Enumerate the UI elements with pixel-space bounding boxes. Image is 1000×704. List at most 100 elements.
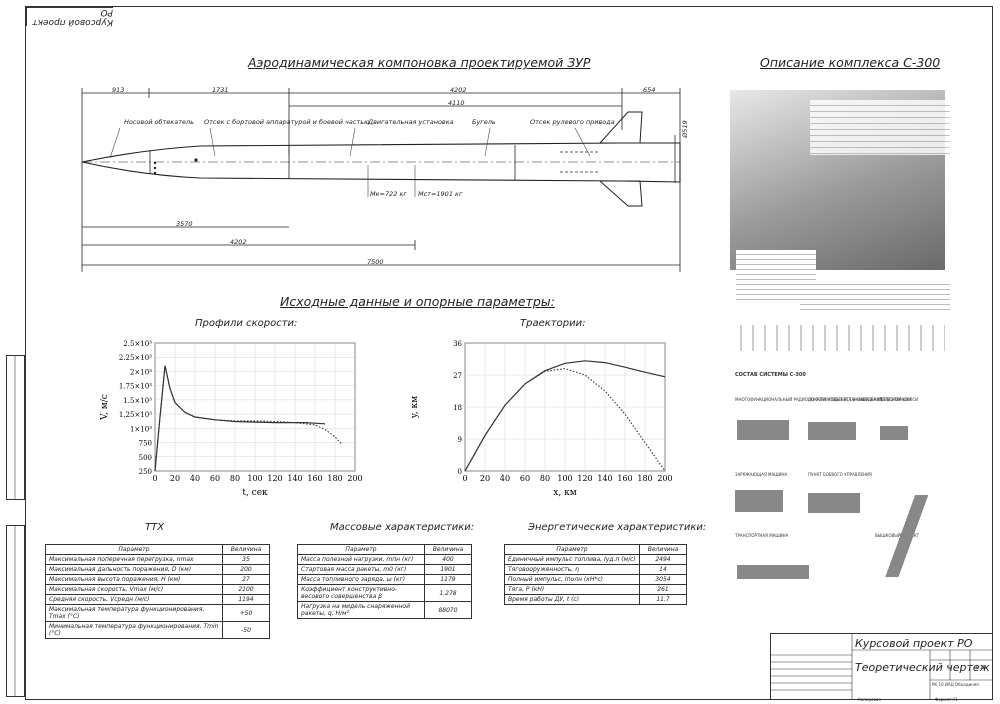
ttx-param: Максимальная температура функционировани… bbox=[45, 604, 223, 622]
label-engine: Двигательная установка bbox=[368, 118, 454, 126]
y-axis-label: y, км bbox=[410, 396, 420, 419]
energy-title: Энергетические характеристики: bbox=[528, 522, 707, 533]
table-row: Максимальная скорость, Vmax (м/с)2100 bbox=[45, 584, 270, 595]
x-tick-label: 200 bbox=[657, 474, 672, 483]
mass-st: Mст=1901 кг bbox=[418, 190, 463, 198]
x-tick-label: 140 bbox=[597, 474, 612, 483]
y-tick-label: 9 bbox=[458, 436, 462, 444]
mass-param: Масса полезной нагрузки, mпн (кг) bbox=[297, 554, 425, 565]
x-tick-label: 180 bbox=[327, 474, 342, 483]
x-tick-label: 60 bbox=[210, 474, 220, 483]
item-radar: МНОГОФУНКЦИОНАЛЬНЫЙ РАДИОЛОКАТОР ПОДСВЕТ… bbox=[735, 397, 883, 402]
table-row: Минимальная температура функционирования… bbox=[45, 621, 270, 639]
series-line-0 bbox=[464, 360, 666, 472]
complex-icons-row bbox=[730, 325, 945, 351]
tb-copied: Копировал bbox=[858, 697, 881, 702]
x-tick-label: 160 bbox=[617, 474, 632, 483]
y-tick-label: 18 bbox=[453, 404, 462, 412]
table-row: Полный импульс, Iполн (кН*с)3054 bbox=[504, 574, 687, 585]
mass-param: Нагрузка на мидель снаряженной ракеты, q… bbox=[297, 601, 425, 619]
sheet-frame bbox=[25, 6, 993, 700]
series-line-1 bbox=[154, 365, 343, 472]
item-loader: ЗАРЯЖАЮЩАЯ МАШИНА bbox=[735, 472, 788, 477]
x-tick-label: 160 bbox=[307, 474, 322, 483]
dim-inner: 4110 bbox=[448, 99, 465, 107]
tb-project: Курсовой проект РО bbox=[855, 637, 973, 650]
tb-name: Теоретический чертеж bbox=[855, 661, 990, 674]
item-command-post: ПУНКТ БОЕВОГО УПРАВЛЕНИЯ bbox=[808, 472, 872, 477]
y-tick-label: 36 bbox=[453, 340, 462, 348]
mass-param: Стартовая масса ракеты, m0 (кг) bbox=[297, 564, 425, 575]
ttx-param: Максимальная поперечная перегрузка, nmax bbox=[45, 554, 223, 565]
x-tick-label: 40 bbox=[500, 474, 510, 483]
y-tick-label: 750 bbox=[139, 440, 152, 448]
composition-title: СОСТАВ СИСТЕМЫ С-300 bbox=[735, 372, 806, 378]
mass-value: 1.278 bbox=[424, 584, 472, 602]
launcher-vehicle-image bbox=[808, 422, 856, 440]
tb-format: Формат А1 bbox=[935, 697, 958, 702]
table-row: Максимальная температура функционировани… bbox=[45, 604, 270, 622]
radar-vehicle-image bbox=[737, 420, 789, 440]
energy-value: 14 bbox=[639, 564, 687, 575]
table-row: Максимальная дальность поражения, D (км)… bbox=[45, 564, 270, 575]
table-row: Нагрузка на мидель снаряженной ракеты, q… bbox=[297, 601, 472, 619]
y-tick-label: 250 bbox=[139, 468, 152, 476]
side-strip-upper bbox=[6, 355, 25, 500]
y-tick-label: 2.5×10³ bbox=[123, 340, 152, 348]
ttx-param: Минимальная температура функционирования… bbox=[45, 621, 223, 639]
mass-param: Коэффициент конструктивно-весового совер… bbox=[297, 584, 425, 602]
tb-group: РК 10 ИАЦ Объединяя bbox=[932, 682, 979, 687]
x-tick-label: 60 bbox=[520, 474, 530, 483]
table-row: Время работы ДУ, t (с)11.7 bbox=[504, 594, 687, 605]
section2-title: Исходные данные и опорные параметры: bbox=[280, 294, 555, 309]
mass-value: 88070 bbox=[424, 601, 472, 619]
x-tick-label: 100 bbox=[557, 474, 572, 483]
x-tick-label: 20 bbox=[480, 474, 490, 483]
loader-vehicle-image bbox=[735, 490, 783, 512]
label-payload: Отсек с бортовой аппаратурой и боевой ча… bbox=[204, 118, 370, 126]
energy-param: Тяговооруженность, η bbox=[504, 564, 640, 575]
x-tick-label: 180 bbox=[637, 474, 652, 483]
complex-spec-list bbox=[810, 100, 950, 155]
y-axis-label: V, м/с bbox=[100, 394, 110, 421]
x-axis-label: t, сек bbox=[242, 488, 268, 498]
series-line-1 bbox=[464, 368, 666, 472]
transport-vehicle-image bbox=[737, 565, 809, 579]
table-row: Максимальная высота поражения, H (км)27 bbox=[45, 574, 270, 585]
table-row: Стартовая масса ракеты, m0 (кг)1901 bbox=[297, 564, 472, 575]
energy-param: Полный импульс, Iполн (кН*с) bbox=[504, 574, 640, 585]
y-tick-label: 1×10³ bbox=[130, 425, 152, 433]
x-tick-label: 200 bbox=[347, 474, 362, 483]
mass-value: 1901 bbox=[424, 564, 472, 575]
mass-value: 400 bbox=[424, 554, 472, 565]
label-servo: Отсек рулевого привода bbox=[530, 118, 615, 126]
table-row: Тяга, P (кН)261 bbox=[504, 584, 687, 595]
table-row: Масса полезной нагрузки, mпн (кг)400 bbox=[297, 554, 472, 565]
mass-value: 1179 bbox=[424, 574, 472, 585]
ttx-value: 1194 bbox=[222, 594, 270, 605]
drawing-title: Аэродинамическая компоновка проектируемо… bbox=[248, 55, 591, 70]
energy-param: Время работы ДУ, t (с) bbox=[504, 594, 640, 605]
y-tick-label: 2×10³ bbox=[130, 368, 152, 376]
y-tick-label: 1.25×10³ bbox=[119, 411, 152, 419]
side-strip-lower bbox=[6, 525, 25, 697]
complex-title: Описание комплекса С-300 bbox=[760, 55, 941, 70]
title-block bbox=[770, 633, 993, 700]
y-tick-label: 1.75×10³ bbox=[119, 383, 152, 391]
ttx-value: 27 bbox=[222, 574, 270, 585]
dim-top-3: 4202 bbox=[450, 86, 467, 94]
dim-top-2: 1731 bbox=[212, 86, 229, 94]
item-teleoperator: ТЕЛЕОПЕРАТОР bbox=[880, 397, 913, 402]
dim-diameter: Ø519 bbox=[680, 120, 689, 138]
complex-params-list bbox=[800, 280, 950, 310]
energy-param: Тяга, P (кН) bbox=[504, 584, 640, 595]
item-launcher: ДО 4 ПУСКОВЫХ УСТАНОВОК НА КОЛЕСНОМ ШАСС… bbox=[808, 397, 919, 402]
ttx-param: Максимальная скорость, Vmax (м/с) bbox=[45, 584, 223, 595]
y-tick-label: 2.25×10³ bbox=[119, 354, 152, 362]
